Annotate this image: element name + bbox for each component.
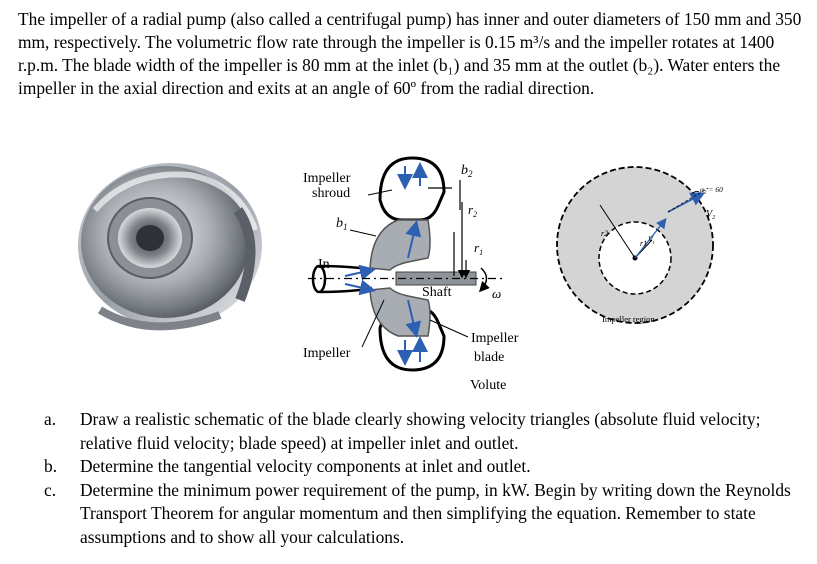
label-blade-1: Impeller (471, 331, 519, 346)
label-b2-sub: 2 (468, 169, 473, 179)
task-list: a. Draw a realistic schematic of the bla… (44, 408, 809, 549)
label-in: In (318, 257, 330, 272)
disk-label-v2-sub: 2 (712, 215, 715, 221)
label-shroud-1: Impeller (303, 171, 351, 186)
label-omega: ω (492, 286, 501, 301)
label-r2: r2 (468, 202, 477, 219)
label-shaft: Shaft (422, 285, 452, 300)
impeller-disk-diagram: Impeller region α₂ = 60 V2 r2 r1 Vt (556, 166, 723, 324)
label-volute: Volute (470, 378, 506, 393)
disk-label-r1: r1 (640, 239, 647, 248)
disk-label-region: Impeller region (602, 314, 655, 324)
task-text: Determine the minimum power requirement … (80, 479, 791, 547)
disk-label-v2: V2 (706, 209, 715, 221)
pump-cross-section: Impeller shroud b1 b2 r1 r2 In Shaft ω I… (303, 156, 519, 393)
task-marker: b. (44, 456, 58, 476)
disk-label-vt: Vt (648, 235, 655, 246)
disk-label-alpha: α₂ = 60 (700, 185, 723, 194)
disk-label-r2: r2 (601, 229, 608, 238)
label-b1-sub: 1 (343, 222, 348, 232)
disk-label-vt-sub: t (653, 241, 655, 246)
task-item: c. Determine the minimum power requireme… (44, 479, 809, 550)
label-b2: b2 (461, 163, 473, 179)
impeller-channel-top (369, 219, 431, 271)
label-r2-sub: 2 (473, 210, 477, 219)
task-item: a. Draw a realistic schematic of the bla… (44, 408, 809, 455)
label-impeller: Impeller (303, 346, 351, 361)
label-r1: r1 (474, 240, 483, 257)
task-text: Determine the tangential velocity compon… (80, 456, 531, 476)
problem-intro: The impeller of a radial pump (also call… (18, 9, 802, 98)
task-marker: c. (44, 479, 57, 500)
task-text: Draw a realistic schematic of the blade … (80, 409, 761, 453)
volute-top (378, 156, 446, 222)
label-blade-2: blade (474, 350, 504, 365)
label-shroud-2: shroud (312, 186, 350, 201)
figures: Impeller shroud b1 b2 r1 r2 In Shaft ω I… (78, 156, 723, 393)
task-item: b. Determine the tangential velocity com… (44, 455, 809, 479)
task-marker: a. (44, 409, 57, 429)
label-r1-sub: 1 (479, 248, 483, 257)
label-b1: b1 (336, 216, 348, 232)
impeller-photo (78, 163, 262, 331)
